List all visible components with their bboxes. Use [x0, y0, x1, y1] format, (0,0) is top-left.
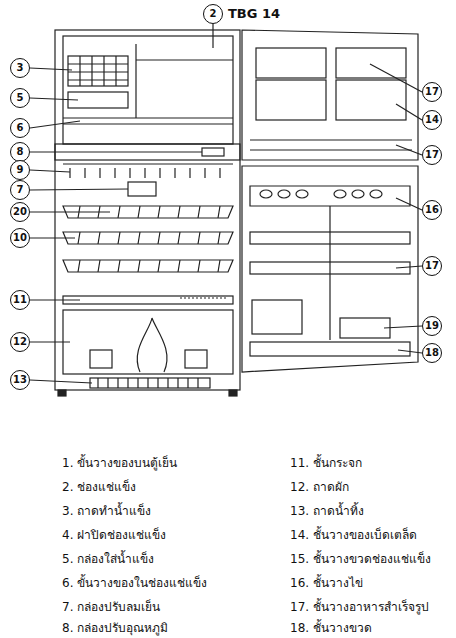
callout-number: 12: [10, 332, 30, 352]
callout-number: 10: [10, 228, 30, 248]
parts-list-item: 18. ชั้นวางขวด: [290, 620, 372, 636]
callout-number: 9: [10, 160, 30, 180]
model-name: TBG 14: [226, 6, 282, 21]
callout-number: 11: [10, 290, 30, 310]
parts-list-item: 16. ชั้นวางไข่: [290, 575, 363, 591]
callout-number: 16: [422, 200, 442, 220]
callout-number: 14: [422, 110, 442, 130]
callout-number: 17: [422, 145, 442, 165]
parts-list-item: 13. ถาดน้ำทิ้ง: [290, 503, 364, 519]
parts-list-item: 4. ฝาปิดช่องแช่แข็ง: [62, 527, 166, 543]
callout-number: 3: [10, 58, 30, 78]
parts-list-item: 5. กล่องใส่น้ำแข็ง: [62, 551, 154, 567]
callout-number: 20: [10, 202, 30, 222]
parts-list-item: 7. กล่องปรับลมเย็น: [62, 599, 160, 615]
parts-list-item: 15. ชั้นวางขวดช่องแช่แข็ง: [290, 551, 431, 567]
parts-list-item: 1. ขั้นวางของบนตู้เย็น: [62, 455, 177, 471]
callout-number: 5: [10, 88, 30, 108]
parts-list-item: 14. ชั้นวางของเบ็ดเตล็ด: [290, 527, 417, 543]
callout-number: 8: [10, 142, 30, 162]
parts-list-item: 3. ถาดทำน้ำแข็ง: [62, 503, 151, 519]
parts-list-item: 6. ขั้นวางของในช่องแช่แข็ง: [62, 575, 207, 591]
callout-number: 6: [10, 118, 30, 138]
callout-number: 2: [203, 4, 223, 24]
parts-list-item: 11. ชั้นกระจก: [290, 455, 362, 471]
callout-number: 7: [10, 180, 30, 200]
callout-number: 17: [422, 256, 442, 276]
parts-list-item: 2. ช่องแช่แข็ง: [62, 479, 136, 495]
callout-number: 19: [422, 316, 442, 336]
callout-number: 17: [422, 82, 442, 102]
parts-list-item: 17. ชั้นวางอาหารสำเร็จรูป: [290, 599, 429, 615]
callout-number: 18: [422, 343, 442, 363]
parts-list-item: 8. กล่องปรับอุณหภูมิ: [62, 620, 168, 636]
callout-number: 13: [10, 370, 30, 390]
parts-list-item: 12. ถาดผัก: [290, 479, 349, 495]
